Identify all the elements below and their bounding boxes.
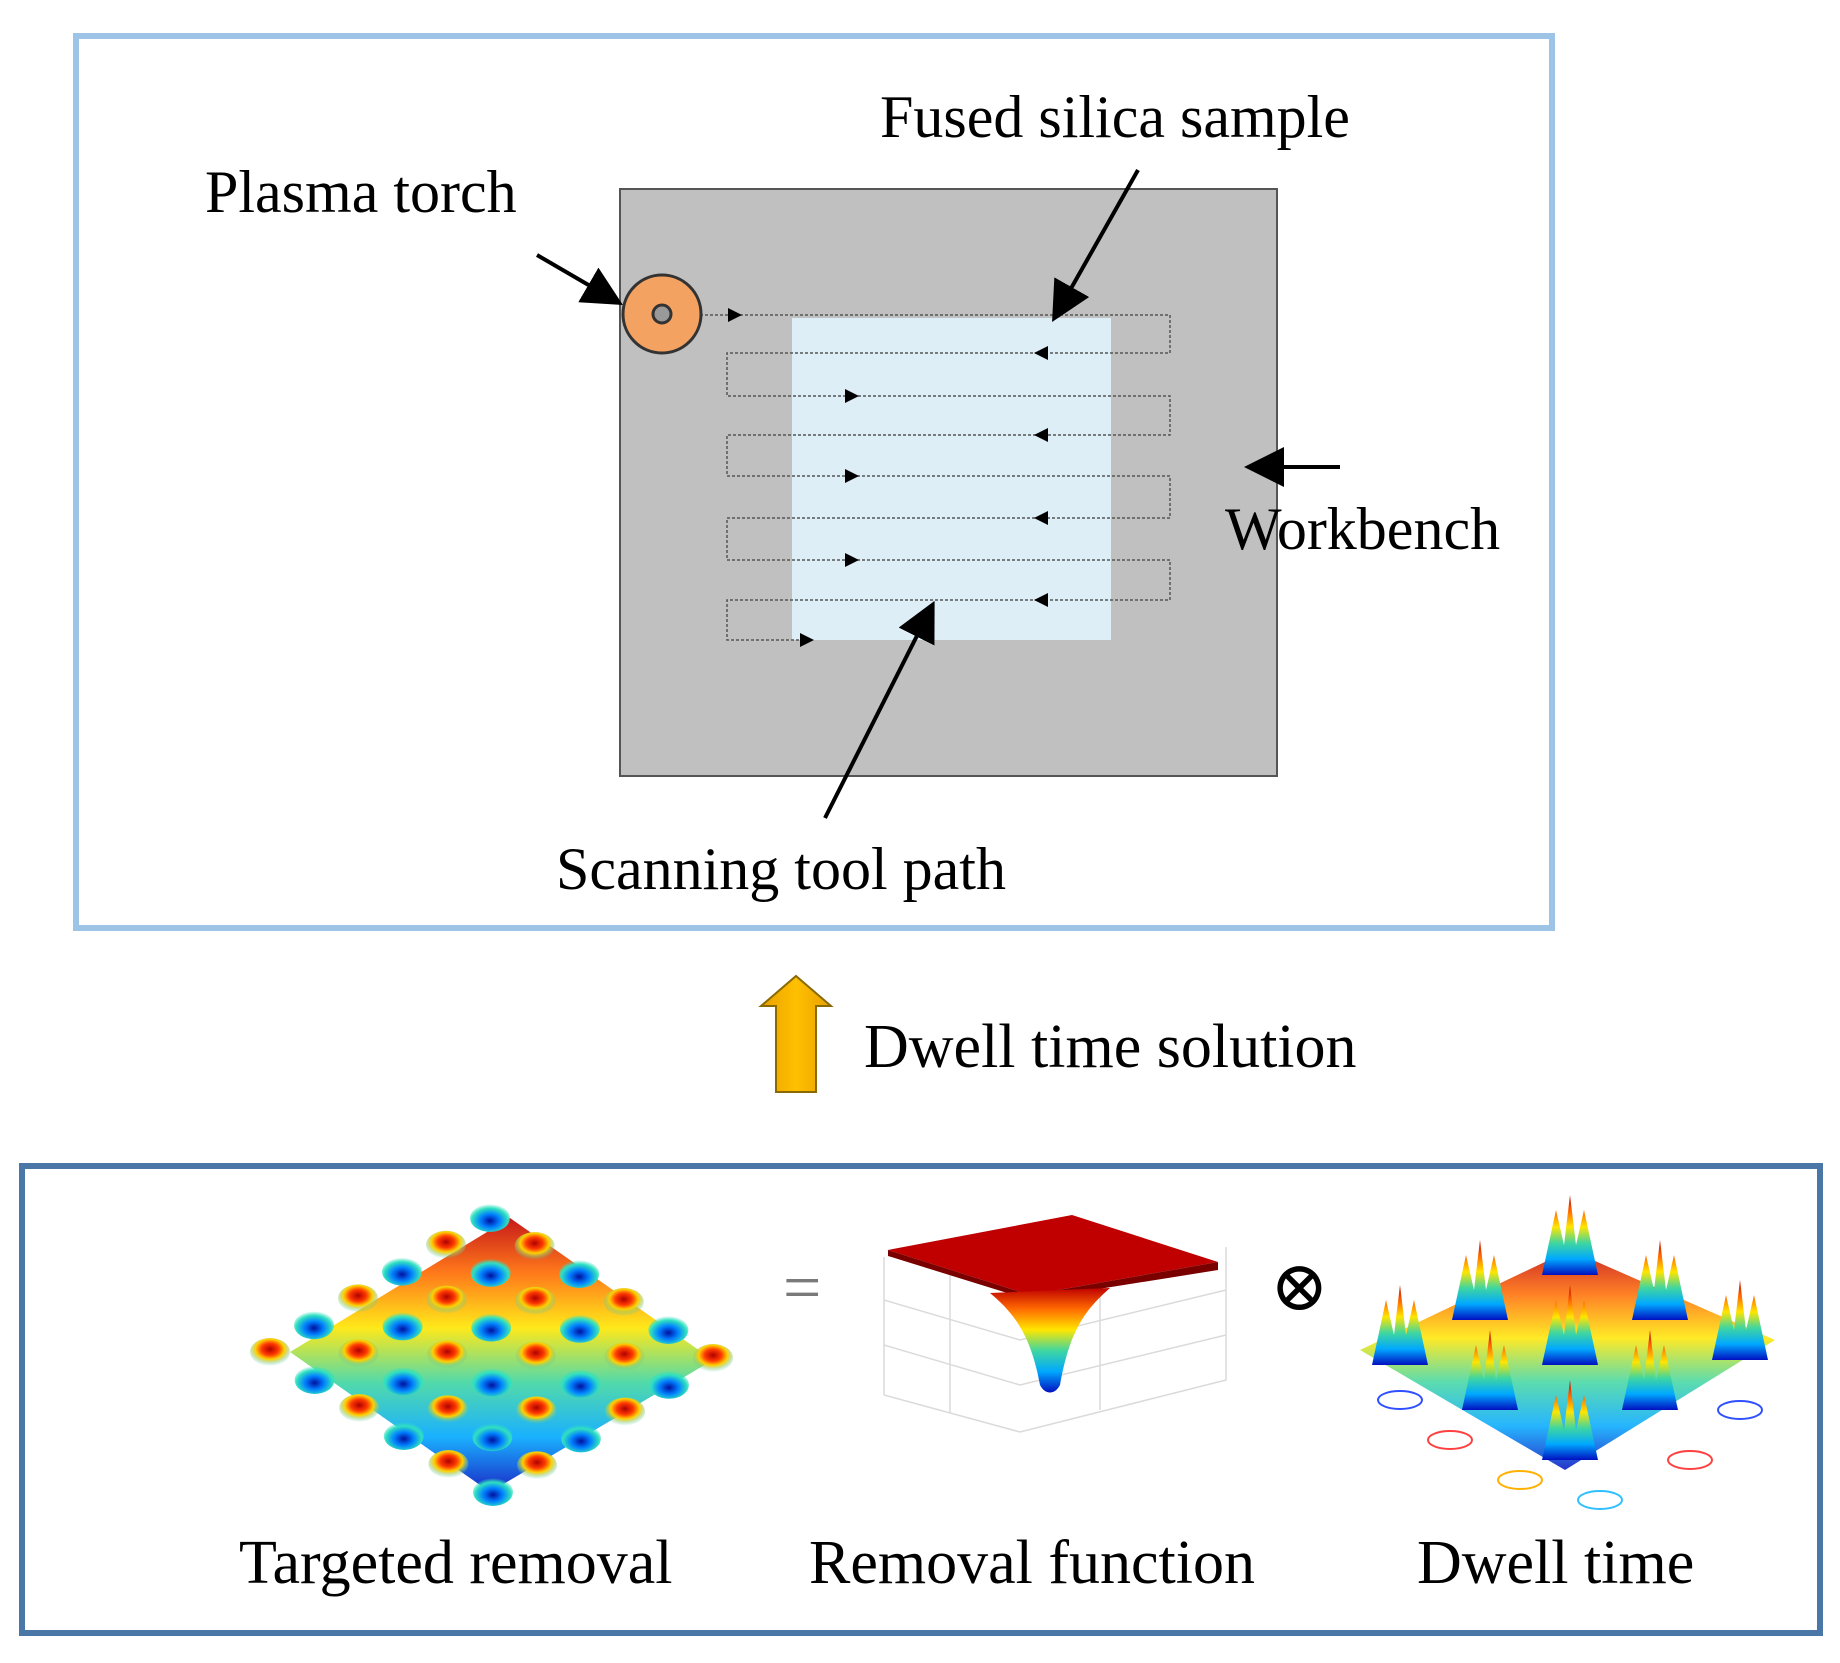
surface-bump: [649, 1370, 689, 1399]
surface-bump: [605, 1397, 645, 1426]
contour-line: [1427, 1430, 1473, 1450]
surface-bump: [294, 1311, 334, 1340]
surface-bump: [471, 1313, 512, 1342]
surface-bump: [471, 1368, 512, 1397]
scanning-path: [700, 314, 1171, 641]
surface-bump: [382, 1257, 422, 1286]
surface-bump: [338, 1339, 379, 1368]
surface-bump: [294, 1366, 335, 1394]
dwell-spike: [1542, 1380, 1598, 1460]
surface-bump: [383, 1367, 424, 1396]
path-direction-arrows: [728, 308, 1048, 647]
dwell-spike: [1632, 1240, 1688, 1320]
plasma-torch-icon: [621, 273, 703, 355]
dwell-spike: [1542, 1285, 1598, 1365]
surface-bump: [515, 1286, 556, 1315]
surface-bump: [472, 1423, 513, 1452]
surface-bump: [427, 1395, 468, 1424]
surface-bump: [517, 1451, 557, 1480]
surface-bump: [473, 1478, 513, 1506]
surface-bump: [561, 1424, 601, 1453]
label-plasma-torch: Plasma torch: [205, 159, 517, 225]
up-arrow-icon: [758, 974, 834, 1093]
surface-bump: [470, 1258, 511, 1287]
label-workbench: Workbench: [1225, 496, 1500, 562]
contour-line: [1497, 1470, 1543, 1490]
surface-bump: [427, 1340, 468, 1369]
surface-bump: [470, 1204, 510, 1232]
surface-bump: [648, 1316, 689, 1344]
label-dwell-time-solution: Dwell time solution: [864, 1013, 1357, 1081]
surface-bump: [516, 1396, 557, 1425]
surface-bump: [428, 1450, 469, 1478]
surface-bump: [339, 1394, 380, 1422]
label-fused-silica-sample: Fused silica sample: [880, 84, 1350, 150]
surface-bump: [559, 1314, 600, 1343]
contour-line: [1717, 1400, 1763, 1420]
surface-bump: [693, 1344, 733, 1372]
surface-bump: [515, 1341, 556, 1370]
contour-line: [1667, 1450, 1713, 1470]
surface-bump: [382, 1312, 423, 1341]
label-targeted-removal: Targeted removal: [239, 1529, 673, 1597]
label-pointers: [535, 169, 1340, 819]
surface-bump: [560, 1369, 601, 1398]
surface-bump: [383, 1422, 424, 1450]
dwell-spike: [1712, 1280, 1768, 1360]
dwell-spike: [1622, 1330, 1678, 1410]
surface-bump: [559, 1260, 600, 1288]
dwell-spike: [1462, 1330, 1518, 1410]
surface-bump: [514, 1232, 555, 1260]
surface-bump: [338, 1284, 378, 1313]
fused-silica-sample: [792, 318, 1111, 640]
dwell-spike: [1372, 1285, 1428, 1365]
surface-bump: [426, 1230, 466, 1259]
removal-function-plot: [883, 1215, 1227, 1433]
label-dwell-time: Dwell time: [1417, 1529, 1694, 1597]
surface-bump: [604, 1342, 645, 1371]
convolution-symbol: ⊗: [1270, 1249, 1329, 1326]
equals-symbol: =: [783, 1249, 821, 1325]
contour-line: [1377, 1390, 1423, 1410]
targeted-removal-surface: [250, 1204, 733, 1506]
label-removal-function: Removal function: [809, 1529, 1255, 1597]
dwell-spike: [1452, 1240, 1508, 1320]
surface-bump: [603, 1288, 644, 1316]
surface-bump: [426, 1285, 467, 1314]
surface-bump: [250, 1338, 290, 1366]
dwell-time-surface: [1360, 1195, 1775, 1510]
label-scanning-tool-path: Scanning tool path: [556, 836, 1006, 902]
contour-line: [1577, 1490, 1623, 1510]
dwell-spike: [1542, 1195, 1598, 1275]
